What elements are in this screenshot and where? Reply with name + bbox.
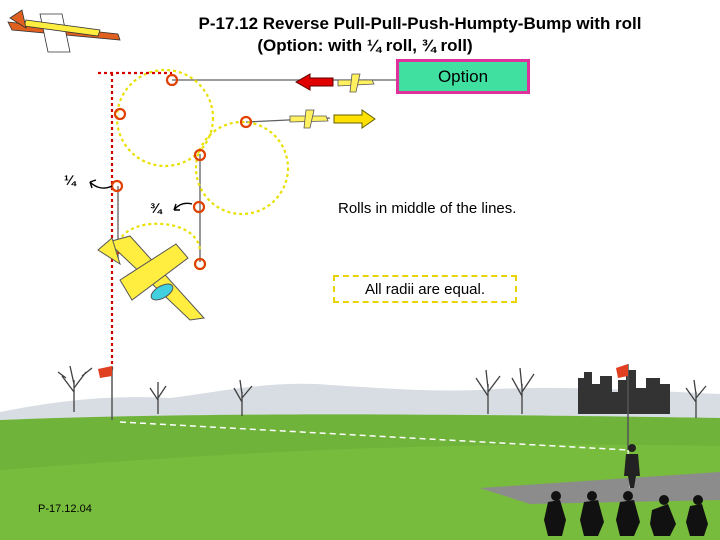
rolls-note: Rolls in middle of the lines. bbox=[338, 200, 517, 217]
radii-note-box: All radii are equal. bbox=[333, 275, 517, 303]
castle-icon bbox=[578, 370, 670, 414]
title-line-1: P-17.12 Reverse Pull-Pull-Push-Humpty-Bu… bbox=[198, 14, 642, 33]
plane-icon bbox=[97, 235, 206, 321]
hills bbox=[0, 383, 720, 425]
arrow-right-icon bbox=[333, 109, 376, 129]
box-line bbox=[119, 421, 629, 451]
roll-direction-arrows bbox=[89, 179, 193, 211]
radii-note: All radii are equal. bbox=[364, 280, 486, 298]
logo-plane-icon bbox=[7, 9, 121, 53]
figure-reference: P-17.12.04 bbox=[38, 503, 92, 515]
flag-icon bbox=[98, 364, 629, 450]
option-path bbox=[98, 71, 172, 370]
plane-icon bbox=[289, 73, 375, 129]
option-label: Option bbox=[437, 66, 489, 86]
runway bbox=[480, 472, 720, 504]
quarter-roll-mark: ¼ bbox=[64, 172, 76, 188]
pilot-icon bbox=[624, 444, 640, 488]
arrow-left-icon bbox=[294, 73, 334, 91]
option-label-box: Option bbox=[396, 59, 530, 94]
three-quarter-roll-mark: ¾ bbox=[150, 200, 162, 216]
judge-icon bbox=[544, 491, 708, 536]
title-line-2: (Option: with ¼ roll, ¾ roll) bbox=[257, 36, 473, 55]
tree-icon bbox=[57, 365, 707, 418]
